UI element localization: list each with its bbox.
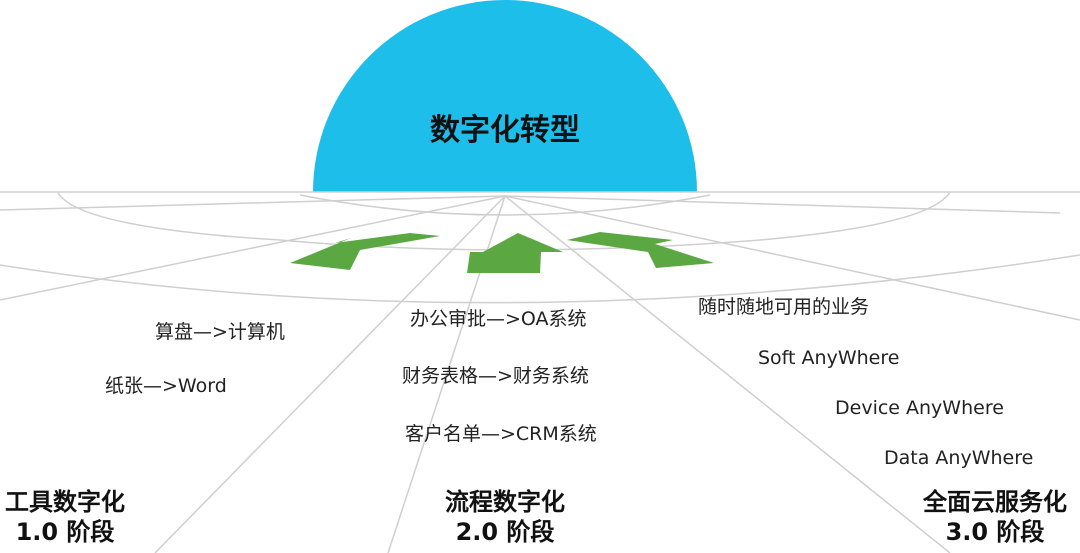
arrow-center — [467, 233, 563, 273]
dome-title: 数字化转型 — [430, 113, 580, 148]
stage1-label: 工具数字化 1.0 阶段 — [0, 487, 130, 547]
stage3-label: 全面云服务化 3.0 阶段 — [915, 487, 1075, 547]
arrow-left — [290, 233, 440, 270]
arrow-right — [567, 232, 714, 268]
stage1-phase: 1.0 阶段 — [15, 518, 115, 546]
stage3-item-3: Device AnyWhere — [835, 397, 1004, 419]
stage3-item-2: Soft AnyWhere — [758, 347, 900, 369]
stage2-item-3: 客户名单—>CRM系统 — [405, 423, 597, 445]
stage3-item-1: 随时随地可用的业务 — [698, 296, 870, 318]
stage1-item-1: 算盘—>计算机 — [155, 321, 285, 343]
stage2-phase: 2.0 阶段 — [455, 518, 555, 546]
stage2-label: 流程数字化 2.0 阶段 — [430, 487, 580, 547]
stage3-phase: 3.0 阶段 — [945, 518, 1045, 546]
stage3-item-4: Data AnyWhere — [884, 447, 1034, 469]
perspective-rays — [0, 195, 1080, 553]
growth-arrows — [290, 232, 714, 273]
stage1-item-2: 纸张—>Word — [105, 375, 227, 397]
stage3-name: 全面云服务化 — [923, 488, 1067, 516]
stage2-item-1: 办公审批—>OA系统 — [410, 308, 587, 330]
stage2-item-2: 财务表格—>财务系统 — [402, 365, 589, 387]
stage1-name: 工具数字化 — [5, 488, 125, 516]
transformation-dome — [313, 0, 697, 192]
stage2-name: 流程数字化 — [445, 488, 565, 516]
